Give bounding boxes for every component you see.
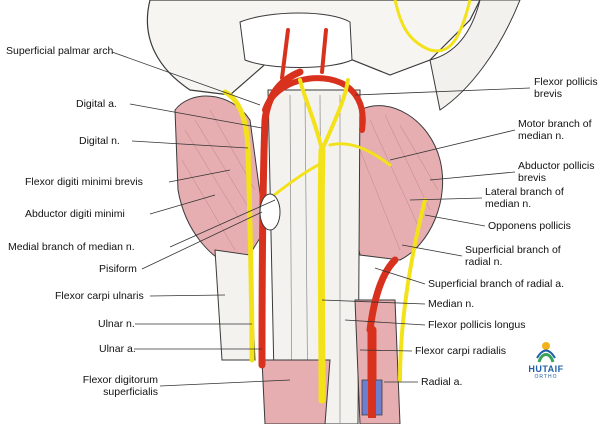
flexor-retinaculum	[239, 12, 353, 68]
palmar-arch	[262, 75, 366, 133]
label-flexor-digitorum-superficialis: Flexor digitorum superficialis	[82, 374, 158, 398]
leader-lines	[111, 51, 531, 387]
label-flexor-pollicis-brevis: Flexor pollicis brevis	[534, 76, 598, 100]
label-superficial-palmar-arch: Superficial palmar arch	[6, 45, 114, 57]
label-flexor-digiti-minimi-brevis: Flexor digiti minimi brevis	[25, 176, 143, 188]
label-superficial-branch-radial-artery: Superficial branch of radial a.	[428, 278, 564, 290]
label-radial-artery: Radial a.	[421, 376, 463, 388]
median-branch-a	[298, 78, 324, 152]
logo-text: HUTAIF	[528, 364, 564, 374]
label-medial-branch-median: Medial branch of median n.	[8, 241, 135, 253]
logo-mark	[536, 342, 556, 363]
label-flexor-pollicis-longus: Flexor pollicis longus	[428, 319, 526, 331]
nerves	[222, 78, 427, 404]
label-ulnar-nerve: Ulnar n.	[98, 318, 135, 330]
superficial-radial-nerve	[398, 198, 427, 382]
pisiform-bone	[259, 193, 281, 231]
label-flexor-carpi-ulnaris: Flexor carpi ulnaris	[55, 290, 144, 302]
digital-artery-2	[320, 28, 328, 74]
ulnar-artery	[258, 68, 304, 369]
logo-subtext: ORTHO	[534, 374, 558, 380]
label-superficial-branch-radial-nerve: Superficial branch of radial n.	[465, 244, 561, 268]
motor-branch	[328, 142, 392, 167]
label-ulnar-artery: Ulnar a.	[99, 343, 136, 355]
label-digital-artery: Digital a.	[76, 98, 117, 110]
median-nerve	[317, 146, 326, 404]
digital-nerve-thumb	[393, 0, 472, 53]
label-digital-nerve: Digital n.	[79, 135, 120, 147]
label-median-nerve: Median n.	[428, 298, 475, 310]
median-branch-b	[320, 78, 350, 152]
label-abductor-pollicis-brevis: Abductor pollicis brevis	[518, 160, 595, 184]
forearm-ulnar-side	[214, 249, 256, 361]
radial-artery	[366, 256, 399, 334]
digital-artery-1	[280, 28, 290, 80]
label-abductor-digiti-minimi: Abductor digiti minimi	[25, 208, 125, 220]
ulnar-nerve	[222, 89, 255, 363]
label-opponens-pollicis: Opponens pollicis	[488, 220, 571, 232]
label-flexor-carpi-radialis: Flexor carpi radialis	[415, 345, 507, 357]
thumb-outline	[429, 0, 521, 111]
label-motor-branch-median: Motor branch of median n.	[518, 118, 592, 142]
label-pisiform: Pisiform	[99, 263, 137, 275]
logo: HUTAIF ORTHO	[516, 340, 576, 386]
label-lateral-branch-median: Lateral branch of median n.	[485, 186, 564, 210]
